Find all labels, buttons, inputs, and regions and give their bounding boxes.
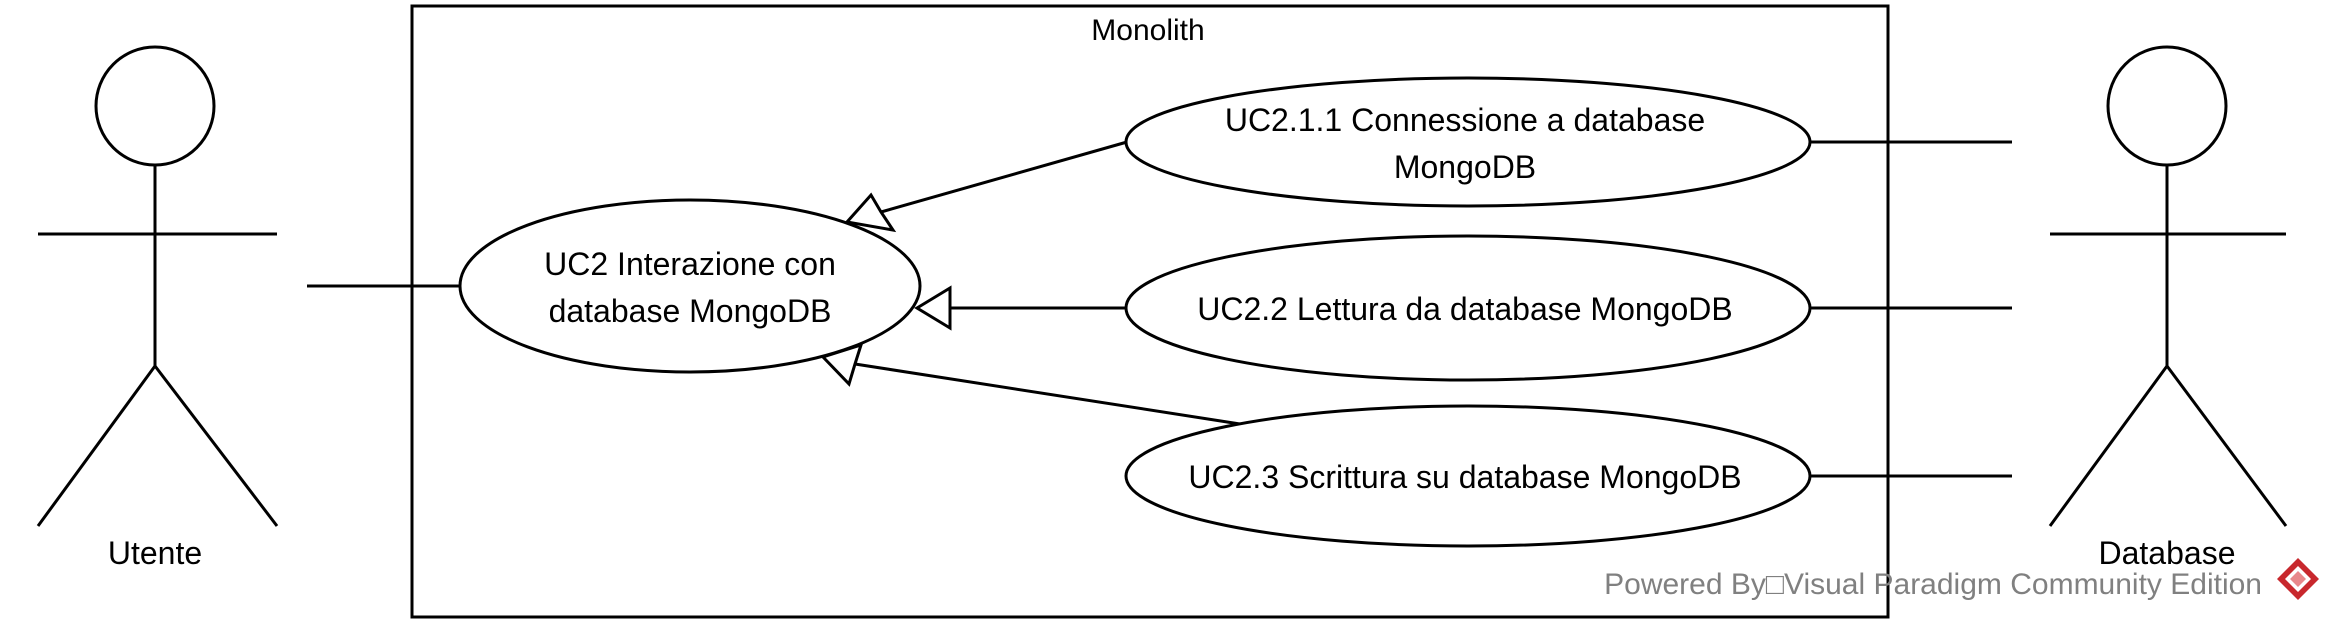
visual-paradigm-logo-icon xyxy=(2277,558,2319,600)
use-case-uc2-1-1-ellipse xyxy=(1124,76,1812,208)
generalizations xyxy=(820,140,1241,426)
use-case-uc2[interactable]: UC2 Interazione con database MongoDB xyxy=(458,198,922,374)
watermark-text: Powered By□Visual Paradigm Community Edi… xyxy=(1604,568,2262,601)
generalization-uc2-2-arrowhead xyxy=(914,285,952,331)
use-case-uc2-3-ellipse xyxy=(1124,404,1812,548)
use-case-uc2-1-1[interactable]: UC2.1.1 Connessione a database MongoDB xyxy=(1124,76,1812,208)
actor-database-right-leg xyxy=(2165,365,2288,527)
generalization-uc2-3-line xyxy=(854,362,1241,426)
use-case-uc2-2-ellipse xyxy=(1124,234,1812,382)
watermark: Powered By□Visual Paradigm Community Edi… xyxy=(1604,558,2319,601)
generalization-uc2-1-1-arrowhead xyxy=(844,192,897,233)
system-boundary-label: Monolith xyxy=(1091,14,1204,47)
system-boundary: Monolith xyxy=(410,4,1890,619)
actor-database-head xyxy=(2106,45,2228,167)
actor-utente-left-leg xyxy=(36,365,157,527)
use-case-uc2-1-1-label-line2: MongoDB xyxy=(1394,149,1536,185)
actor-utente-label: Utente xyxy=(108,535,202,571)
use-case-uc2-3-label: UC2.3 Scrittura su database MongoDB xyxy=(1188,459,1741,495)
use-case-uc2-2[interactable]: UC2.2 Lettura da database MongoDB xyxy=(1124,234,1812,382)
logo-diamond-core xyxy=(2290,571,2306,587)
actor-database-label: Database xyxy=(2099,535,2236,571)
generalization-uc2-1-1-line xyxy=(880,140,1128,214)
use-case-uc2-1-1-label-line1: UC2.1.1 Connessione a database xyxy=(1225,102,1705,138)
actor-utente-right-leg xyxy=(153,365,279,527)
actor-database-left-leg xyxy=(2048,365,2169,527)
associations xyxy=(307,140,2012,478)
use-case-uc2-ellipse xyxy=(458,198,922,374)
actor-utente-head xyxy=(94,45,216,167)
use-case-uc2-3[interactable]: UC2.3 Scrittura su database MongoDB xyxy=(1124,404,1812,548)
actor-database[interactable]: Database xyxy=(2048,45,2288,571)
use-case-uc2-2-label: UC2.2 Lettura da database MongoDB xyxy=(1197,291,1732,327)
use-case-uc2-label-line1: UC2 Interazione con xyxy=(544,246,836,282)
actor-utente[interactable]: Utente xyxy=(36,45,279,571)
use-case-uc2-label-line2: database MongoDB xyxy=(549,293,832,329)
system-boundary-frame xyxy=(410,4,1890,619)
